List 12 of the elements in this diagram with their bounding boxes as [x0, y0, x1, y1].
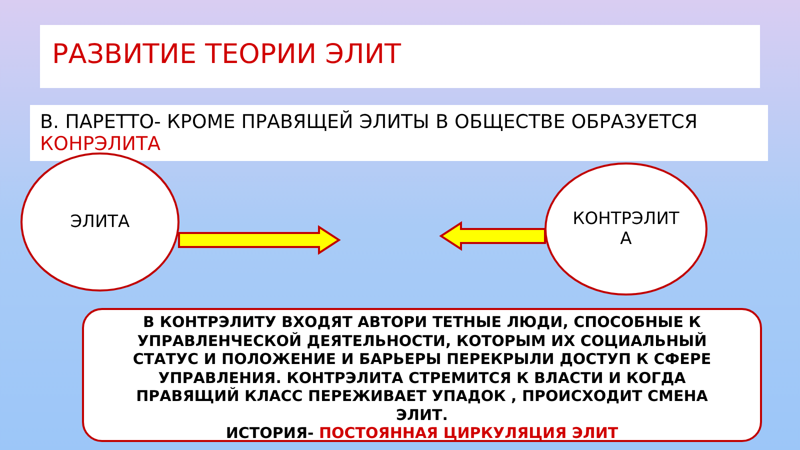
text-panel	[30, 105, 768, 161]
block-arrow	[439, 221, 546, 251]
body-text: В КОНТРЭЛИТУ ВХОДЯТ АВТОРИ ТЕТНЫЕ ЛЮДИ, СПОСОБНЫЕ К УПРАВЛЕНЧЕСКОЙ ДЕЯТЕЛЬНОСТИ, КОТОРЫМ ИХ СОЦИАЛЬНЫЙ СТАТУС И ПОЛОЖЕНИЕ И БАРЬЕРЫ ПЕРЕКРЫЛИ ДОСТУП К СФЕРЕ УПРАВЛЕНИЯ. КОНТРЭЛИТА СТРЕМИТСЯ К ВЛАСТИ И КОГДА ПРАВЯЩИЙ КЛАСС ПЕРЕЖИВАЕТ УПАДОК , ПРОИСХОДИТ СМЕНА ЭЛИТ.	[132, 313, 712, 424]
block-arrow	[178, 225, 341, 255]
slide-title: РАЗВИТИЕ ТЕОРИИ ЭЛИТ	[40, 25, 760, 88]
text-box	[82, 308, 762, 442]
node-label: ЭЛИТА	[69, 212, 131, 232]
body-text: ИСТОРИЯ-	[226, 424, 314, 442]
body-text: В. ПАРЕТТО- КРОМЕ ПРАВЯЩЕЙ ЭЛИТЫ В ОБЩЕСТВЕ ОБРАЗУЕТСЯ	[40, 111, 698, 133]
body-text: КОНРЭЛИТА	[40, 133, 161, 155]
body-text: ПОСТОЯННАЯ ЦИРКУЛЯЦИЯ ЭЛИТ	[318, 424, 618, 442]
node-label: КОНТРЭЛИТ А	[572, 209, 680, 249]
